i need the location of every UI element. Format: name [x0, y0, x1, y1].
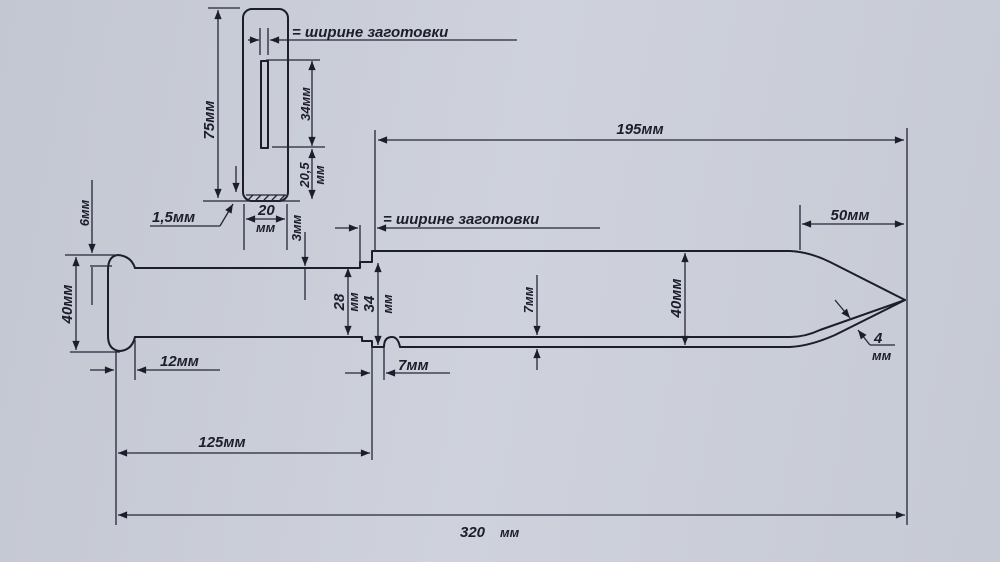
label-pommel-6: 6мм: [77, 199, 92, 226]
label-guard-width: 20: [257, 202, 275, 219]
label-pommel-height: 40мм: [59, 285, 76, 325]
label-slot-length: 34мм: [298, 87, 313, 121]
label-slot-offset: 20,5: [297, 162, 312, 189]
label-tang-34-unit: мм: [380, 294, 395, 314]
label-tip-length: 50мм: [831, 207, 870, 224]
label-pommel-12: 12мм: [160, 353, 199, 370]
label-tang-28-unit: мм: [346, 292, 361, 312]
label-guard-width-unit: мм: [256, 220, 276, 235]
label-total-length: 320: [460, 524, 486, 541]
dimension-lines: [65, 128, 908, 525]
label-guard-height: 75мм: [201, 101, 218, 140]
label-handle-length: 125мм: [198, 434, 245, 451]
guard-part: [150, 7, 517, 250]
label-tang-34: 34: [361, 295, 378, 312]
label-blade-length: 195мм: [616, 121, 663, 138]
label-blade-height: 40мм: [668, 279, 685, 319]
label-edge-7: 7мм: [521, 286, 536, 313]
label-blank-width-mid: = ширине заготовки: [383, 211, 539, 228]
label-tang-28: 28: [331, 293, 348, 311]
label-total-length-unit: мм: [500, 525, 520, 540]
label-slot-offset-unit: мм: [312, 165, 327, 185]
label-blank-width-top: = ширине заготовки: [292, 24, 448, 41]
label-step-3: 3мм: [289, 214, 304, 241]
label-hatch-thickness: 1,5мм: [152, 209, 195, 226]
label-bevel-4: 4: [873, 330, 883, 347]
label-ricasso-7: 7мм: [398, 357, 429, 374]
label-bevel-4-unit: мм: [872, 348, 892, 363]
knife-outline: [107, 250, 906, 352]
